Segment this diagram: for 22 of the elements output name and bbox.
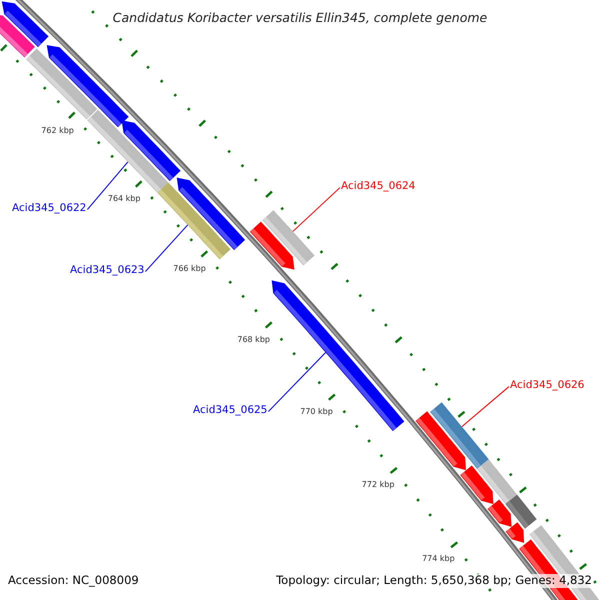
gene-feature [272, 280, 404, 432]
scale-label: 774 kbp [422, 554, 455, 564]
gene-label: Acid345_0624 [341, 180, 416, 193]
gene-feature [157, 182, 231, 260]
gene-feature [262, 210, 315, 266]
scale-label: 770 kbp [300, 406, 333, 416]
leader-line [292, 187, 340, 232]
leader-line [461, 386, 510, 428]
scale-label: 772 kbp [362, 480, 394, 490]
genome-info-text: Topology: circular; Length: 5,650,368 bp; Genes: 4,832 [276, 574, 592, 588]
leader-line [144, 224, 188, 272]
gene-feature [430, 402, 489, 469]
scale-label: 764 kbp [108, 194, 140, 204]
gene-label: Acid345_0622 [12, 202, 86, 215]
gene-label: Acid345_0626 [510, 379, 584, 392]
leader-line [86, 161, 128, 210]
gene-feature [87, 110, 168, 193]
gene-label: Acid345_0623 [70, 264, 144, 277]
leader-line [268, 352, 326, 412]
accession-text: Accession: NC_008009 [8, 574, 139, 588]
title: Candidatus Koribacter versatilis Ellin345, complete genome [112, 10, 488, 25]
gene-label: Acid345_0625 [193, 404, 268, 417]
